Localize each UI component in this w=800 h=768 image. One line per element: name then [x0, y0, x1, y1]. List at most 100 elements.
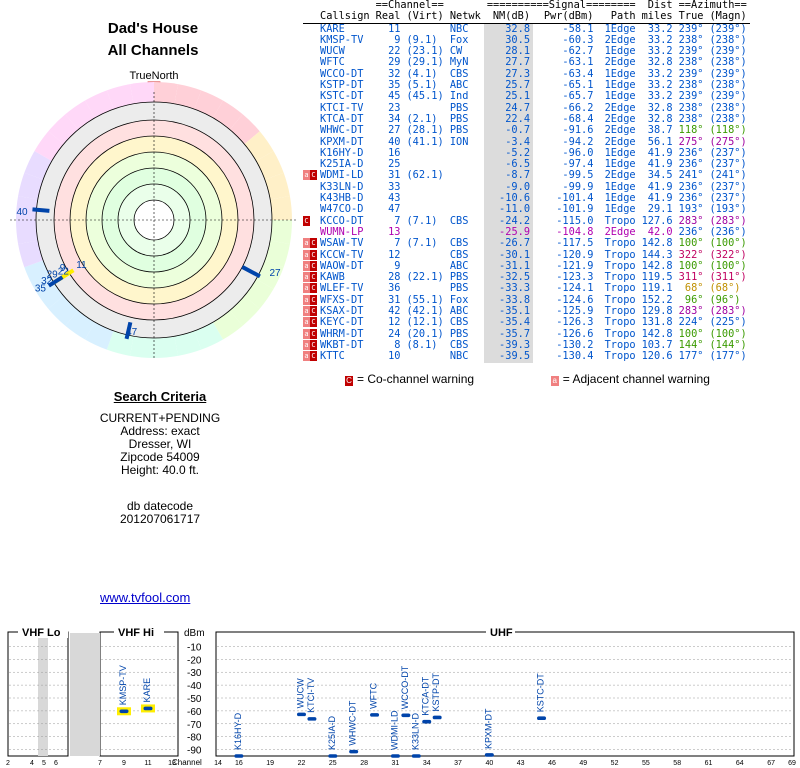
channel-tick-label: 14: [214, 760, 222, 767]
adjacent-channel-warning-icon: a: [303, 238, 310, 249]
station-label: WHWC-DT: [348, 700, 358, 745]
distance-cell: 33.2: [647, 45, 673, 58]
real-channel-cell: 28: [388, 271, 401, 284]
power-cell: -60.3: [562, 33, 594, 46]
radar-station-label: 40: [16, 207, 28, 218]
callsign-cell: KTTC: [320, 350, 345, 363]
network-cell: PBS: [449, 271, 469, 284]
adjacent-channel-warning-icon: a: [303, 260, 310, 271]
azimuth-true-cell: 238°: [678, 112, 704, 125]
callsign-cell: WUMN-LP: [320, 225, 364, 238]
warn-cell: [303, 57, 317, 68]
station-label: KARE: [142, 678, 152, 703]
col-callsign: Callsign: [320, 10, 370, 23]
path-cell: 1Edge: [604, 45, 636, 58]
power-cell: -115.0: [556, 214, 594, 227]
azimuth-magn-cell: (237°): [709, 192, 747, 205]
path-cell: Tropo: [604, 338, 636, 351]
azimuth-magn-cell: (225°): [709, 316, 747, 329]
callsign-cell: K33LN-D: [320, 180, 364, 193]
y-tick-label: -50: [187, 694, 202, 705]
virtual-channel-cell: (7.1): [406, 237, 438, 250]
distance-cell: 29.1: [647, 203, 673, 216]
co-channel-warning-icon: C: [310, 260, 317, 271]
co-channel-warning-icon: C: [310, 272, 317, 283]
azimuth-true-cell: 283°: [678, 214, 704, 227]
criteria-line: CURRENT+PENDING: [99, 411, 221, 425]
azimuth-true-cell: 239°: [678, 67, 704, 80]
callsign-cell: KCCW-TV: [320, 248, 364, 261]
distance-cell: 119.5: [641, 271, 673, 284]
virtual-channel-cell: (7.1): [406, 214, 438, 227]
network-cell: Fox: [449, 293, 469, 306]
real-channel-cell: 12: [388, 316, 401, 329]
col-real: Real: [375, 10, 401, 23]
vhf-hi-label-bg: [114, 625, 164, 638]
azimuth-magn-cell: (238°): [709, 101, 747, 114]
callsign-cell: WSAW-TV: [320, 237, 364, 250]
power-cell: -65.1: [562, 79, 594, 92]
vhf-lo-label: VHF Lo: [22, 627, 61, 639]
power-cell: -62.7: [562, 45, 594, 58]
callsign-cell: WDMI-LD: [320, 169, 364, 182]
path-cell: Tropo: [604, 350, 636, 363]
distance-cell: 131.8: [641, 316, 673, 329]
col-true: True: [678, 10, 704, 23]
real-channel-cell: 45: [388, 90, 401, 103]
warn-cell: [303, 204, 317, 215]
channel-tick-label: 25: [329, 760, 337, 767]
real-channel-cell: 32: [388, 67, 401, 80]
virtual-channel-cell: [403, 182, 446, 193]
distance-cell: 33.2: [647, 22, 673, 35]
noise-margin-cell: -39.5: [483, 350, 534, 363]
noise-margin-cell: -3.4: [483, 136, 534, 148]
warn-cell: [303, 35, 317, 46]
station-label: K16HY-D: [233, 712, 243, 750]
channel-tick-label: 22: [298, 760, 306, 767]
channel-tick-label: 4: [30, 760, 34, 767]
network-cell: NBC: [449, 22, 469, 35]
real-channel-cell: 11: [388, 22, 401, 35]
callsign-cell: KEYC-DT: [320, 316, 364, 329]
real-channel-cell: 40: [388, 135, 401, 148]
co-channel-warning-icon: C: [310, 283, 317, 294]
channel-tick-label: 40: [485, 760, 493, 767]
real-channel-cell: 25: [388, 158, 401, 171]
station-spoke: [32, 207, 50, 213]
path-cell: 1Edge: [604, 67, 636, 80]
channel-tick-label: 49: [579, 760, 587, 767]
azimuth-true-cell: 236°: [678, 225, 704, 238]
col-netwk: Netwk: [449, 10, 481, 23]
channel-tick-label: 43: [517, 760, 525, 767]
callsign-cell: KSAX-DT: [320, 305, 364, 318]
network-cell: PBS: [449, 282, 469, 295]
adjacent-channel-warning-icon: a: [303, 272, 310, 283]
power-cell: -124.1: [556, 282, 594, 295]
adjacent-channel-warning-icon: a: [303, 306, 310, 317]
distance-cell: 119.1: [641, 282, 673, 295]
path-cell: Tropo: [604, 316, 636, 329]
warn-cell: [303, 23, 317, 35]
azimuth-true-cell: 236°: [678, 158, 704, 171]
virtual-channel-cell: (20.1): [406, 327, 444, 340]
azimuth-true-cell: 311°: [678, 271, 704, 284]
vhf-hi-panel: [99, 631, 179, 757]
power-cell: -99.5: [562, 169, 594, 182]
azimuth-magn-cell: (283°): [709, 305, 747, 318]
channel-tick-label: 16: [235, 760, 243, 767]
tvfool-link[interactable]: www.tvfool.com: [100, 590, 191, 605]
path-cell: 2Edge: [604, 135, 636, 148]
azimuth-magn-cell: (238°): [709, 112, 747, 125]
station-mark: [307, 717, 317, 721]
